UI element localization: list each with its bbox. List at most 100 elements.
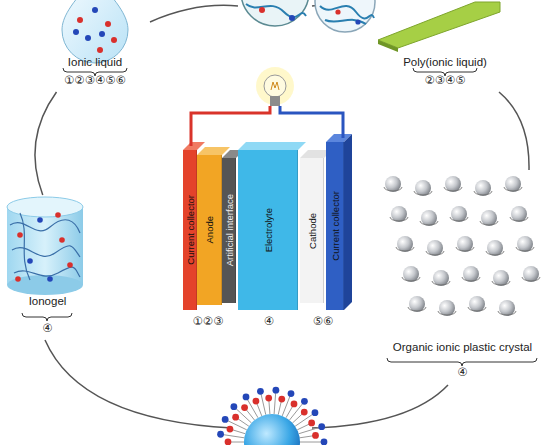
rotation-arrow [486, 251, 504, 255]
ion-dot [225, 439, 232, 445]
ion-dot [301, 409, 308, 416]
ion-dot [15, 276, 21, 282]
membrane-slab [378, 2, 500, 48]
material-art [0, 195, 95, 340]
ion-sphere [403, 266, 419, 282]
ligand-chain [274, 390, 276, 414]
rotation-arrow [474, 191, 492, 195]
ion-dot [265, 395, 272, 402]
ion-dot [301, 398, 308, 405]
battery-layer: Current collector [326, 142, 344, 310]
ion-dot [257, 388, 264, 395]
rotation-arrow [516, 247, 534, 251]
ligand-chain [300, 442, 324, 443]
material-name: Organic ionic plastic crystal [375, 340, 550, 354]
ion-sphere [493, 270, 509, 286]
ion-sphere [469, 296, 485, 312]
rotation-arrow [510, 217, 528, 221]
ion-sphere [439, 300, 455, 316]
ligand-chain [299, 427, 322, 434]
callout-number: ⑤⑥ [305, 314, 341, 328]
callout-number: ④ [0, 321, 95, 335]
material-name: Poly(ionic liquid) [370, 55, 520, 69]
ion-sphere [481, 210, 497, 226]
ion-sphere [451, 206, 467, 222]
ion-dot [73, 29, 79, 35]
ion-dot [312, 409, 319, 416]
cylinder-top [7, 197, 83, 217]
ion-sphere [397, 236, 413, 252]
ligand-chain [295, 413, 315, 427]
ion-dot [77, 17, 83, 23]
ion-sphere [409, 296, 425, 312]
rotation-arrow [462, 277, 480, 281]
ion-dot [17, 232, 23, 238]
layer-top-face [183, 142, 205, 150]
material-name: Ionogel [0, 294, 95, 308]
rotation-arrow [492, 281, 510, 285]
callout-number: ①②③④⑤⑥ [40, 73, 150, 87]
ion-dot [59, 237, 65, 243]
ion-sphere [505, 176, 521, 192]
polymer-strand [320, 6, 374, 19]
brace [387, 358, 537, 366]
rotation-arrow [504, 187, 522, 191]
ion-dot [37, 217, 43, 223]
ion-sphere [463, 266, 479, 282]
polymer-strand [14, 267, 80, 277]
material-group: Organic ionic plastic crystal④ [375, 170, 550, 385]
ligand-chain [225, 419, 247, 429]
rotation-arrow [408, 307, 426, 311]
ion-dot [217, 431, 224, 438]
ion-dot [111, 37, 117, 43]
rotation-arrow [426, 251, 444, 255]
droplet-art [62, 0, 128, 63]
ion-dot [312, 432, 319, 439]
ion-sphere [445, 176, 461, 192]
callout-number: ④ [254, 314, 284, 328]
ion-dot [335, 9, 340, 14]
membrane-edge [378, 40, 398, 52]
ion-dot [92, 7, 98, 13]
ligand-chain [260, 391, 265, 414]
rotation-arrow [444, 187, 462, 191]
rotation-arrow [384, 187, 402, 191]
ion-dot [288, 390, 295, 397]
wire [191, 106, 270, 146]
bulb-filament [271, 82, 279, 90]
polymer-strand [20, 213, 30, 280]
ion-dot [27, 258, 33, 264]
rotation-arrow [456, 247, 474, 251]
rotation-arrow [390, 217, 408, 221]
ion-sphere [421, 210, 437, 226]
ion-dot [355, 19, 360, 24]
ligand-chain [282, 394, 291, 416]
ion-dot [289, 15, 295, 21]
callout-number: ②③④⑤ [370, 73, 520, 87]
ring-arc [499, 92, 529, 170]
ion-dot [272, 387, 279, 394]
ion-dot [85, 35, 91, 41]
rotation-arrow [450, 217, 468, 221]
ion-dot [291, 400, 298, 407]
brace [22, 313, 72, 321]
ion-dot [55, 212, 61, 218]
ion-dot [67, 262, 73, 268]
layer-top-face [238, 142, 306, 150]
ion-sphere [427, 240, 443, 256]
polymer-strand [325, 20, 366, 24]
ion-dot [241, 404, 248, 411]
ligand-chain [221, 434, 245, 438]
ion-sphere [511, 206, 527, 222]
layer-label: Current collector [330, 191, 341, 261]
rotation-arrow [396, 247, 414, 251]
ion-dot [243, 394, 250, 401]
rotation-arrow [480, 221, 498, 225]
battery-layer: Anode [197, 155, 222, 305]
ion-dot [259, 7, 265, 13]
rotation-arrow [522, 277, 540, 281]
layer-side-face [344, 134, 352, 310]
ion-dot [232, 414, 239, 421]
ion-sphere [391, 206, 407, 222]
